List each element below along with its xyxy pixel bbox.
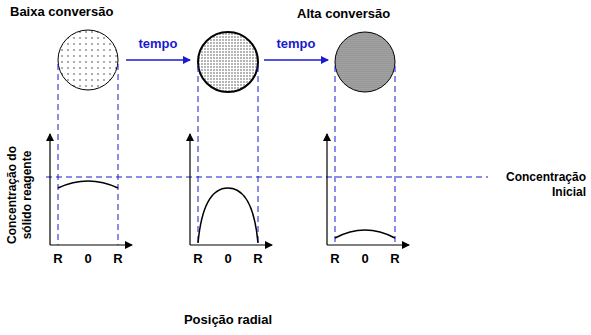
particle-heading: Baixa conversão — [10, 4, 113, 19]
particle — [58, 30, 118, 90]
axis-tick: 0 — [84, 251, 91, 266]
axes — [50, 134, 409, 245]
particle-heading: Alta conversão — [297, 6, 390, 21]
time-label: tempo — [139, 36, 178, 51]
particle — [198, 32, 258, 92]
guide-lines — [46, 64, 488, 245]
axis-tick: 0 — [224, 251, 231, 266]
time-arrow — [264, 59, 328, 61]
axis-tick: R — [193, 251, 202, 266]
axis-tick: R — [390, 251, 399, 266]
axis-tick: R — [53, 251, 62, 266]
axis-title: Concentração do sólido reagente — [5, 133, 35, 257]
particle — [335, 32, 395, 92]
axis-title: Posição radial — [184, 312, 272, 327]
axis-tick: R — [253, 251, 262, 266]
reference-label: Concentração Inicial — [494, 170, 586, 200]
axis-tick: R — [113, 251, 122, 266]
time-arrow — [126, 59, 190, 61]
time-label: tempo — [277, 36, 316, 51]
concentration-curves — [58, 181, 395, 243]
axis-tick: R — [330, 251, 339, 266]
axis-tick: 0 — [361, 251, 368, 266]
